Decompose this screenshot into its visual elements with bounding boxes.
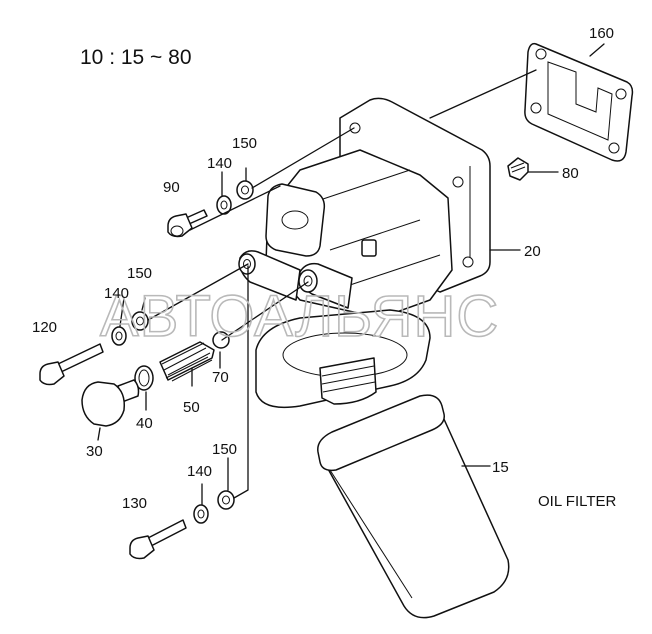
callout-40: 40 (136, 415, 153, 432)
leader-lines (97, 43, 605, 505)
callout-80: 80 (562, 165, 579, 182)
plug-30 (81, 379, 140, 427)
callout-130: 130 (122, 495, 147, 512)
callout-150-lower: 150 (212, 441, 237, 458)
oil-filter-15 (317, 394, 510, 619)
watermark-text: АВТОАЛЬЯНС (100, 284, 499, 349)
washer-150-lower (217, 490, 235, 510)
callout-150-middle: 150 (127, 265, 152, 282)
bolt-90 (167, 209, 208, 238)
callout-140-lower: 140 (187, 463, 212, 480)
filter-housing-20 (238, 97, 491, 409)
callout-20: 20 (524, 243, 541, 260)
callout-160: 160 (589, 25, 614, 42)
spring-50 (159, 341, 215, 382)
washer-140-middle (111, 326, 127, 346)
washer-140-lower (193, 504, 209, 524)
gasket-160 (524, 42, 634, 162)
model-code-title: 10 : 15 ~ 80 (80, 46, 192, 69)
bolt-130 (129, 519, 187, 560)
bolt-120 (39, 343, 104, 386)
callout-140-upper: 140 (207, 155, 232, 172)
washer-150-upper (236, 180, 254, 200)
callout-90: 90 (163, 179, 180, 196)
callout-30: 30 (86, 443, 103, 460)
ball-70 (212, 331, 230, 349)
callout-70: 70 (212, 369, 229, 386)
callout-50: 50 (183, 399, 200, 416)
callout-140-middle: 140 (104, 285, 129, 302)
callout-150-upper: 150 (232, 135, 257, 152)
o-ring-40 (134, 365, 154, 391)
oil-filter-caption: OIL FILTER (538, 493, 617, 510)
callout-120: 120 (32, 319, 57, 336)
callout-labels: 160 150 140 90 80 20 150 140 120 70 50 4… (32, 25, 614, 512)
callout-15: 15 (492, 459, 509, 476)
pipe-plug-80 (507, 157, 529, 181)
washer-150-middle (131, 311, 149, 331)
